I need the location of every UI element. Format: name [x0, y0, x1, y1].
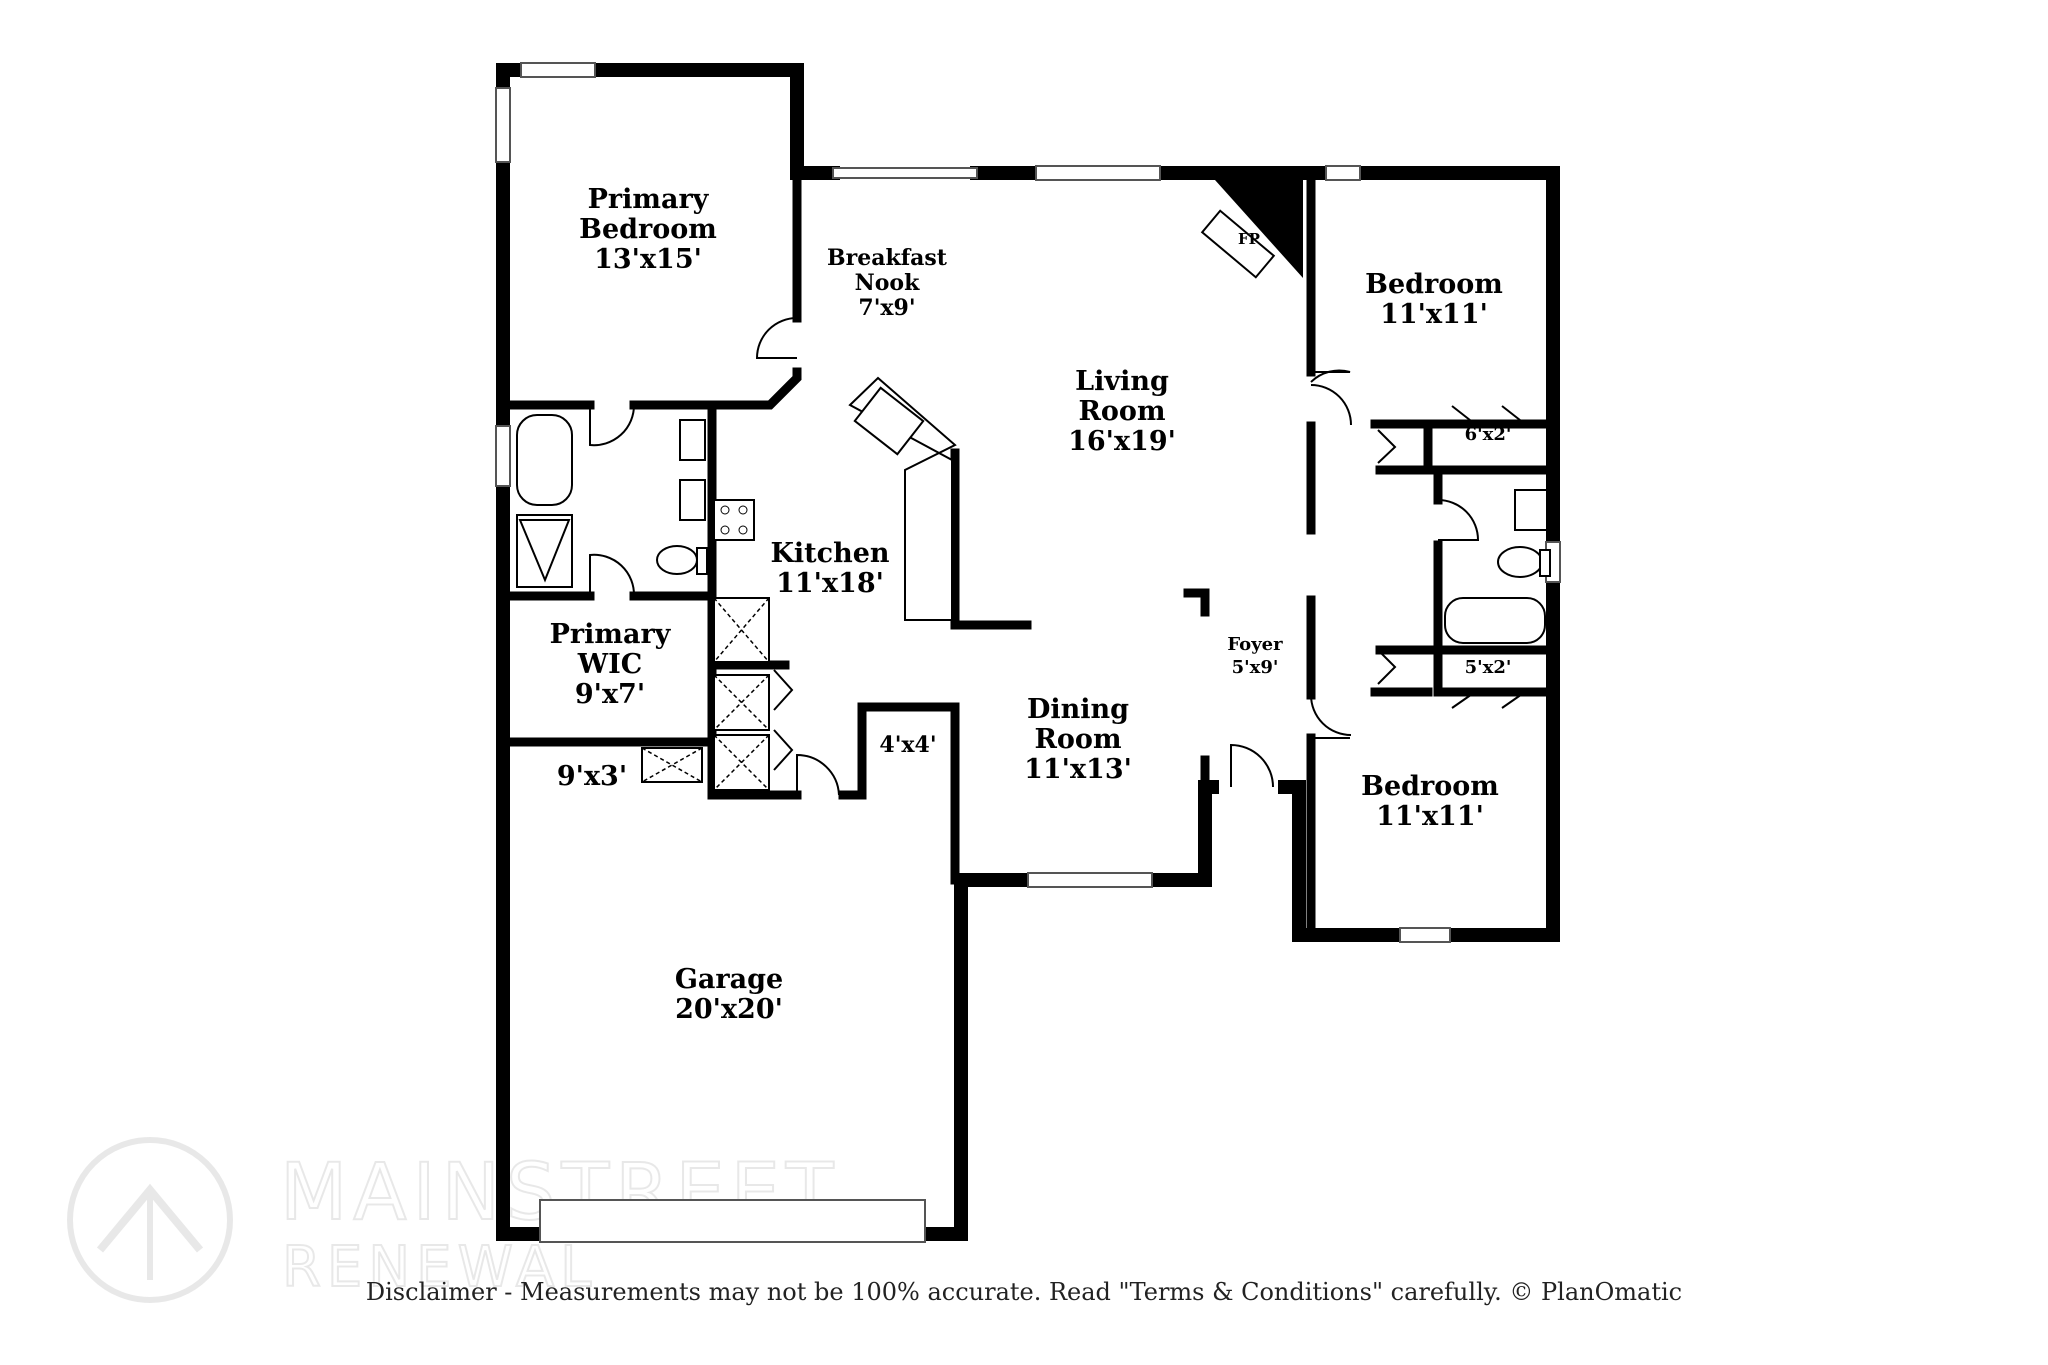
primary-bedroom-name-1: Primary [588, 184, 710, 215]
foyer-size: 5'x9' [1232, 657, 1279, 678]
room-primary-bedroom: Primary Bedroom 13'x15' [579, 184, 717, 275]
watermark-line2: RENEWAL [281, 1234, 598, 1301]
fireplace-label: FP [1238, 230, 1260, 248]
breakfast-nook-size: 7'x9' [858, 295, 915, 321]
room-bedroom-bottom: Bedroom 11'x11' [1361, 771, 1499, 832]
disclaimer-text: Disclaimer - Measurements may not be 100… [365, 1278, 1683, 1306]
fireplace-fixture [1200, 180, 1303, 279]
kitchen-size: 11'x18' [776, 568, 884, 599]
laundry-size: 9'x3' [557, 761, 627, 792]
watermark-logo-icon [67, 1137, 233, 1303]
garage-size: 20'x20' [675, 994, 783, 1025]
kitchen-sink-counter [848, 376, 957, 621]
room-bedroom-top: Bedroom 11'x11' [1365, 269, 1503, 330]
breakfast-nook-name-2: Nook [855, 270, 920, 296]
door-swings [589, 317, 1526, 796]
room-foyer: Foyer 5'x9' [1227, 634, 1283, 678]
room-garage: Garage 20'x20' [675, 964, 783, 1025]
closet-bottom-size: 5'x2' [1465, 657, 1512, 678]
living-room-size: 16'x19' [1068, 426, 1176, 457]
dining-room-name-2: Room [1034, 724, 1121, 755]
windows [495, 62, 1561, 1243]
closet-top-size: 6'x2' [1465, 424, 1512, 445]
room-dining-room: Dining Room 11'x13' [1024, 694, 1132, 785]
breakfast-nook-name-1: Breakfast [827, 245, 948, 271]
primary-bedroom-name-2: Bedroom [579, 214, 717, 245]
cabinets [641, 597, 770, 791]
garage-name: Garage [675, 964, 783, 995]
primary-wic-name-2: WIC [577, 649, 642, 680]
room-kitchen: Kitchen 11'x18' [770, 538, 889, 599]
living-room-name-1: Living [1075, 366, 1169, 397]
bedroom-bottom-size: 11'x11' [1376, 801, 1484, 832]
foyer-name: Foyer [1227, 634, 1283, 655]
primary-bedroom-size: 13'x15' [594, 244, 702, 275]
living-room-name-2: Room [1078, 396, 1165, 427]
room-primary-wic: Primary WIC 9'x7' [550, 619, 672, 710]
bath-fixtures [516, 414, 1551, 644]
primary-wic-name-1: Primary [550, 619, 672, 650]
pantry-size: 4'x4' [879, 732, 936, 758]
dining-room-size: 11'x13' [1024, 754, 1132, 785]
kitchen-name: Kitchen [770, 538, 889, 569]
room-living-room: Living Room 16'x19' [1068, 366, 1176, 457]
bedroom-top-name: Bedroom [1365, 269, 1503, 300]
dining-room-name-1: Dining [1027, 694, 1129, 725]
bedroom-top-size: 11'x11' [1380, 299, 1488, 330]
interior-walls [498, 168, 1558, 940]
room-breakfast-nook: Breakfast Nook 7'x9' [827, 245, 948, 321]
primary-wic-size: 9'x7' [575, 679, 645, 710]
bedroom-bottom-name: Bedroom [1361, 771, 1499, 802]
